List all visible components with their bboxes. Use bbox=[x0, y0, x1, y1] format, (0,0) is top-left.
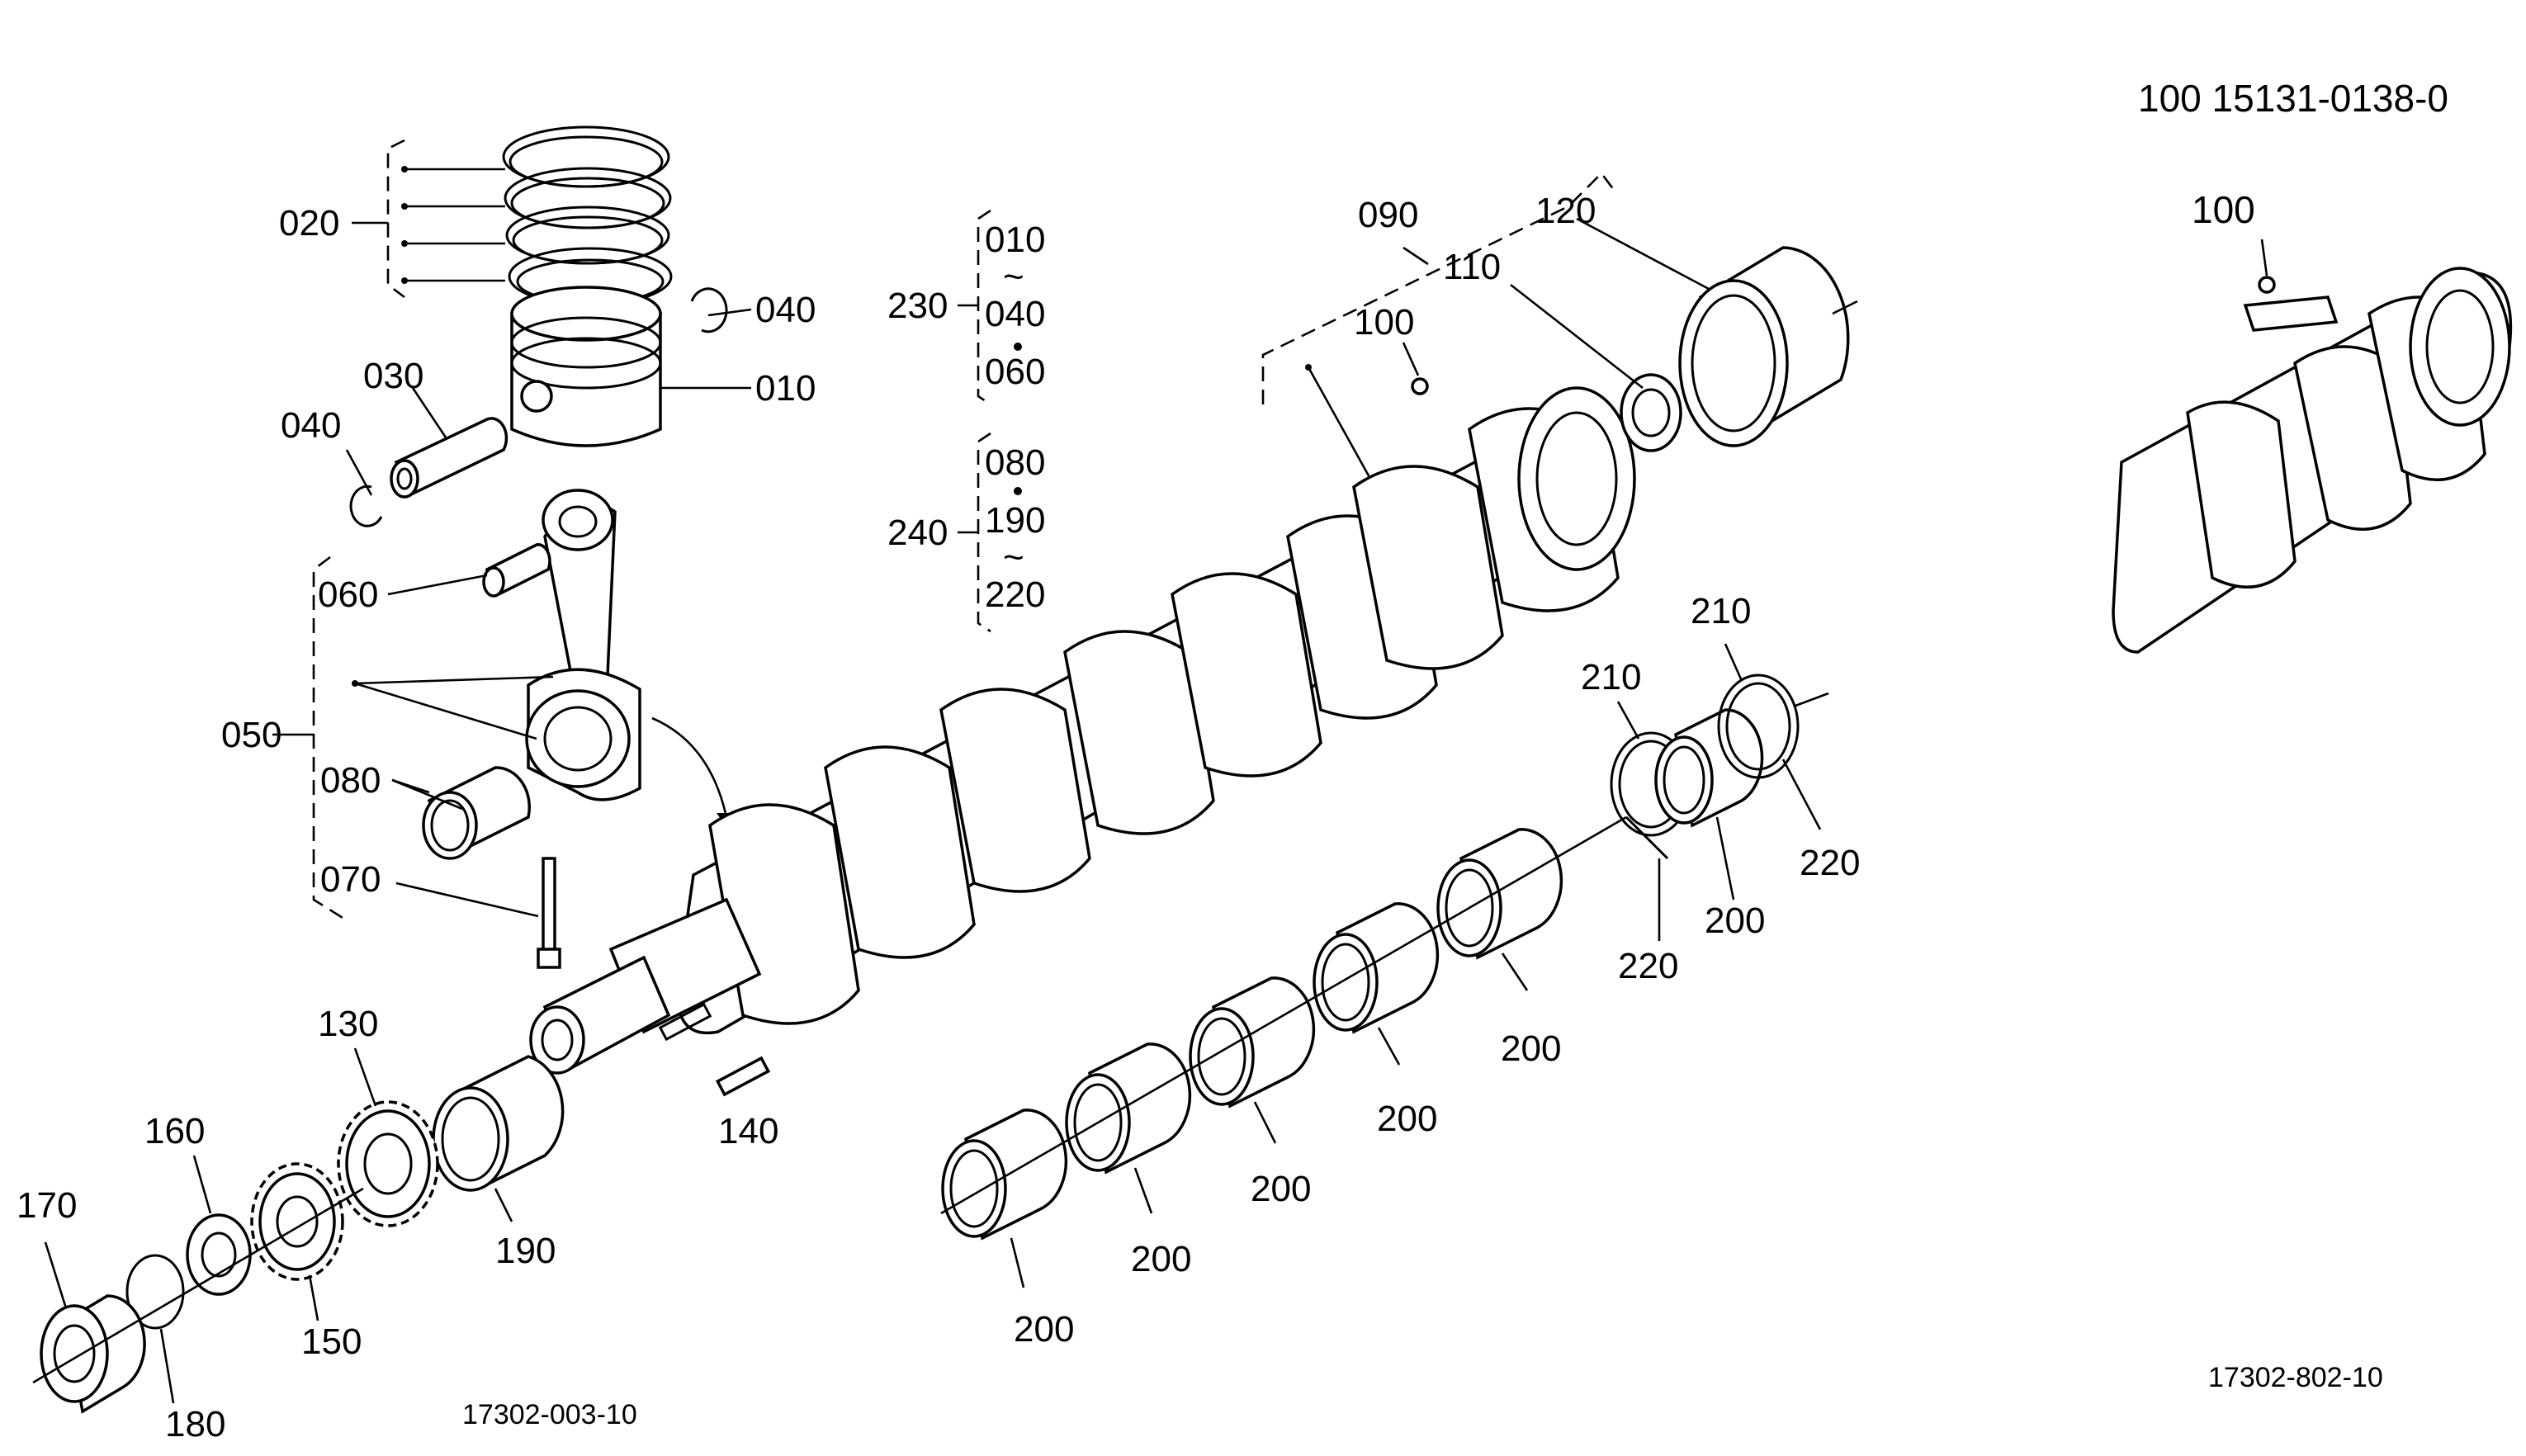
label-200-e: 200 bbox=[1501, 1028, 1561, 1069]
label-180: 180 bbox=[165, 1404, 225, 1444]
kit-230: 230 010 ~ 040 060 bbox=[887, 209, 1045, 406]
main-bearing-3 bbox=[1189, 976, 1316, 1109]
label-060: 060 bbox=[318, 574, 378, 615]
crank-gear bbox=[337, 1100, 439, 1227]
label-200-c: 200 bbox=[1251, 1169, 1311, 1209]
thrust-collar bbox=[186, 1213, 252, 1296]
inset-label-100: 100 bbox=[2192, 188, 2255, 231]
inset-crankshaft bbox=[2112, 267, 2513, 654]
pilot-bearing bbox=[1620, 373, 1682, 452]
kit-230-item-1: 010 bbox=[985, 220, 1045, 260]
label-210-b: 210 bbox=[1691, 591, 1751, 631]
label-070: 070 bbox=[320, 859, 381, 900]
label-100: 100 bbox=[1354, 302, 1414, 343]
kit-230-range: ~ bbox=[1003, 257, 1024, 297]
thrust-washer-220-inner bbox=[1625, 815, 1669, 860]
label-080: 080 bbox=[320, 760, 381, 801]
pump-gear bbox=[250, 1162, 344, 1281]
drawing-code-main: 17302-003-10 bbox=[462, 1399, 637, 1430]
label-040-upper: 040 bbox=[755, 290, 816, 330]
flange-bearing bbox=[1654, 708, 1764, 828]
rod-bearing bbox=[422, 766, 532, 860]
label-210-a: 210 bbox=[1581, 657, 1641, 697]
label-140: 140 bbox=[718, 1111, 778, 1151]
main-bearing-2 bbox=[1065, 1042, 1192, 1175]
small-end-bush bbox=[482, 543, 551, 598]
label-160: 160 bbox=[144, 1111, 205, 1151]
rear-sleeve bbox=[1678, 246, 1850, 447]
label-020: 020 bbox=[279, 203, 339, 243]
crankshaft-bracket bbox=[1261, 172, 1615, 480]
label-010: 010 bbox=[755, 368, 816, 409]
circlip-lower bbox=[349, 485, 383, 527]
kit-240-item-2: 190 bbox=[985, 500, 1045, 541]
kit-240-range: ~ bbox=[1003, 537, 1024, 578]
kit-230-item-3: 060 bbox=[985, 352, 1045, 392]
label-030: 030 bbox=[363, 356, 423, 396]
label-150: 150 bbox=[301, 1321, 362, 1362]
label-200-b: 200 bbox=[1131, 1239, 1191, 1279]
piston-pin bbox=[390, 417, 509, 499]
label-220-b: 220 bbox=[1800, 843, 1860, 883]
main-bearing-4 bbox=[1313, 902, 1440, 1034]
piston-rings bbox=[502, 125, 673, 306]
kit-240: 240 080 190 ~ 220 bbox=[887, 432, 1045, 633]
connecting-rod bbox=[525, 489, 641, 801]
oil-seal bbox=[40, 1294, 146, 1414]
thrust-washer-210-outer bbox=[1717, 674, 1800, 779]
crankshaft bbox=[529, 386, 1636, 1075]
o-ring bbox=[125, 1254, 185, 1330]
label-190: 190 bbox=[495, 1231, 556, 1271]
kit-240-item-3: 220 bbox=[985, 574, 1045, 615]
piston bbox=[510, 286, 662, 447]
label-130: 130 bbox=[318, 1004, 378, 1044]
label-200-f: 200 bbox=[1705, 901, 1765, 941]
label-090: 090 bbox=[1358, 195, 1418, 235]
label-110: 110 bbox=[1443, 247, 1501, 287]
label-220-a: 220 bbox=[1618, 946, 1678, 986]
kit-230-item-2: 040 bbox=[985, 294, 1045, 334]
ring-bracket bbox=[352, 139, 505, 299]
rod-bolt bbox=[537, 857, 561, 969]
reference-header: 100 15131-0138-0 bbox=[2138, 77, 2448, 120]
label-200-a: 200 bbox=[1014, 1309, 1074, 1350]
label-170: 170 bbox=[17, 1185, 77, 1226]
circlip-upper bbox=[690, 287, 728, 333]
main-bearing-1 bbox=[941, 1109, 1068, 1241]
kit-240-item-1: 080 bbox=[985, 442, 1045, 483]
label-040-lower: 040 bbox=[281, 405, 341, 446]
drawing-code-inset: 17302-802-10 bbox=[2208, 1362, 2383, 1393]
front-main-bearing bbox=[432, 1055, 565, 1192]
connecting-rod-bracket bbox=[272, 555, 348, 922]
label-050: 050 bbox=[221, 715, 281, 755]
label-200-d: 200 bbox=[1377, 1099, 1437, 1139]
kit-240-label: 240 bbox=[887, 513, 948, 553]
main-bearing-5 bbox=[1436, 828, 1563, 960]
label-120: 120 bbox=[1535, 191, 1596, 231]
kit-230-label: 230 bbox=[887, 286, 948, 326]
